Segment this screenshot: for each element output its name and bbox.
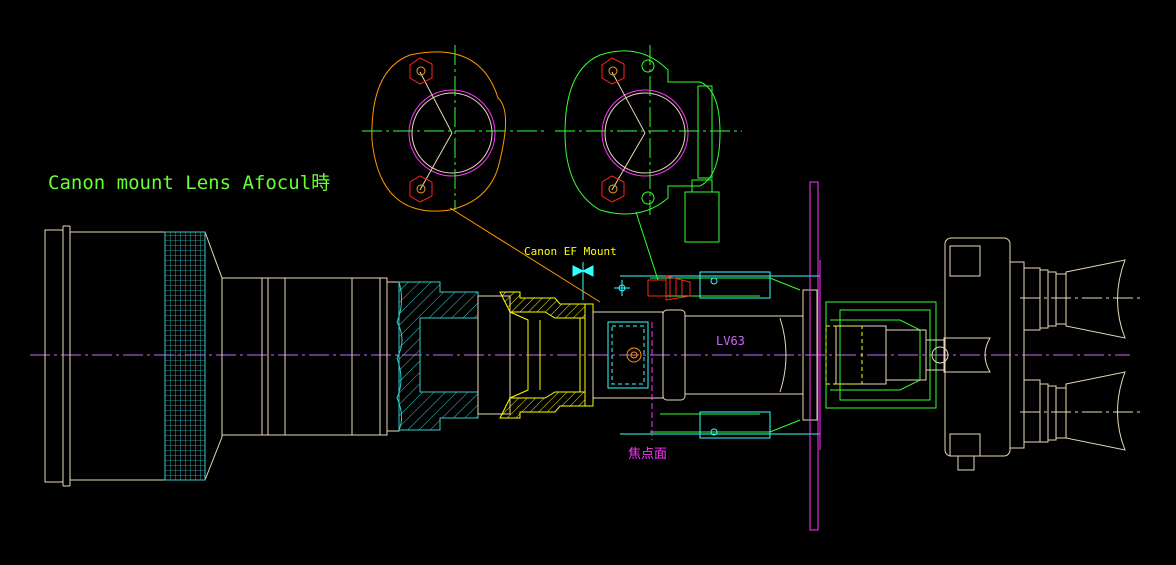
detail-leader-right: [635, 211, 659, 281]
camera-adapter-yellow: [825, 325, 863, 385]
lens-label: LV63: [716, 334, 745, 348]
camera-adapter-green: [825, 301, 937, 409]
ef-mount: [499, 291, 594, 419]
knob-marker: [614, 280, 630, 296]
detail-view-left: [362, 45, 548, 212]
objective-lens-body: [44, 225, 400, 487]
alignment-pin: [626, 347, 642, 363]
focus-grip-knurling: [164, 231, 206, 481]
eyepiece-lower: [1039, 371, 1126, 451]
clamp-knob: [647, 275, 691, 301]
camera-adapter-inner: [835, 325, 991, 385]
drawing-title: Canon mount Lens Afocul時: [48, 172, 330, 194]
lens-rear-section: [396, 281, 511, 431]
adapter-inner: [607, 321, 649, 389]
mount-flange-marker: [572, 262, 594, 300]
adapter-outer-cyan: [620, 271, 820, 439]
eyepiece-upper: [1039, 259, 1126, 339]
focal-plate: [809, 181, 821, 531]
detail-view-right: [555, 45, 742, 243]
focal-plane-label: 焦点面: [628, 447, 667, 462]
camera-body: [944, 237, 1041, 471]
mount-label: Canon EF Mount: [524, 245, 617, 258]
detail-leader-left: [449, 207, 601, 303]
